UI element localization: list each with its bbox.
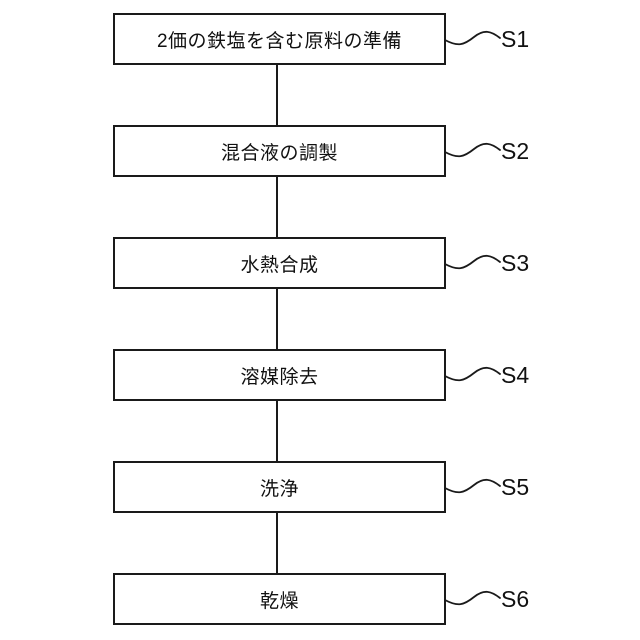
step-id-label: S2 [501, 138, 530, 164]
connector-line-s4-s5 [276, 401, 278, 461]
wavy-leader-icon [444, 366, 501, 382]
wavy-leader-icon [444, 478, 501, 494]
wavy-leader-icon [444, 254, 501, 270]
flow-step-box-s6: 乾燥 [113, 573, 446, 625]
flow-step-box-s5: 洗浄 [113, 461, 446, 513]
flow-step-label: 2価の鉄塩を含む原料の準備 [156, 30, 403, 52]
flow-step-box-s2: 混合液の調製 [113, 125, 446, 177]
connector-line-s3-s4 [276, 289, 278, 349]
step-id-label: S1 [501, 26, 530, 52]
step-id-label: S4 [501, 362, 530, 388]
flow-step-box-s4: 溶媒除去 [113, 349, 446, 401]
wavy-leader-icon [444, 30, 501, 46]
step-id-label: S5 [501, 474, 530, 500]
flow-step-box-s3: 水熱合成 [113, 237, 446, 289]
flow-step-box-s1: 2価の鉄塩を含む原料の準備 [113, 13, 446, 65]
flow-step-label: 混合液の調製 [220, 142, 338, 164]
wavy-leader-icon [444, 590, 501, 606]
connector-line-s5-s6 [276, 513, 278, 573]
flow-step-label: 乾燥 [259, 590, 299, 612]
step-id-label: S6 [501, 586, 530, 612]
flow-step-label: 溶媒除去 [240, 366, 319, 388]
wavy-leader-icon [444, 142, 501, 158]
flow-step-label: 洗浄 [259, 478, 299, 500]
flow-step-label: 水熱合成 [240, 254, 319, 276]
step-id-label: S3 [501, 250, 530, 276]
connector-line-s1-s2 [276, 65, 278, 125]
connector-line-s2-s3 [276, 177, 278, 237]
